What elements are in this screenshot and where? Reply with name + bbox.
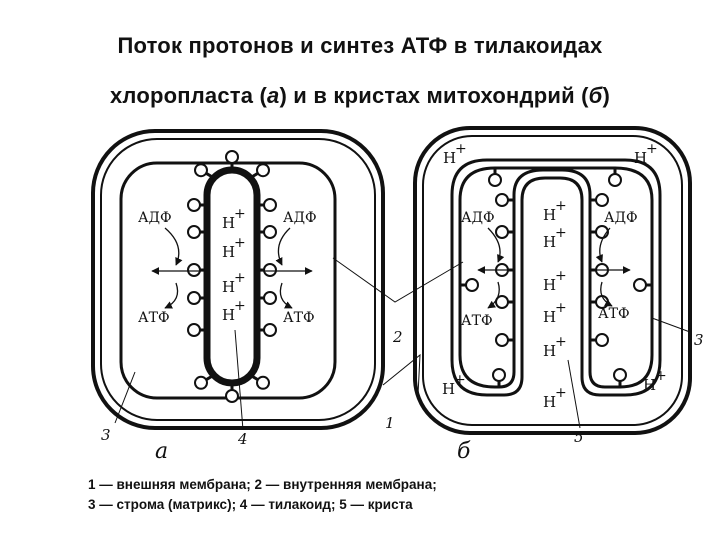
- mitochondrion-panel: [413, 126, 692, 435]
- label-4: 4: [237, 430, 248, 448]
- protons-b: H + H + H + H + H + H + H + H + H + H +: [442, 141, 667, 411]
- chloroplast-outer-membrane-inner: [100, 138, 376, 421]
- proton-plus: +: [234, 298, 246, 314]
- atp-synthase: [608, 168, 622, 187]
- thylakoid: [203, 166, 261, 387]
- proton-plus: +: [234, 206, 246, 222]
- thylakoid-atp-synthases: [187, 150, 277, 403]
- atp-synthase: [194, 373, 215, 390]
- panel-letter-a: а: [155, 439, 168, 464]
- proton-label: H: [222, 278, 235, 296]
- mito-inner-membrane-outer: [450, 158, 662, 397]
- atp-synthase: [225, 383, 239, 403]
- proton-label: H: [543, 206, 556, 224]
- proton-label: H: [543, 233, 556, 251]
- proton-plus: +: [455, 141, 467, 157]
- adp-label-a-left: АДФ: [138, 210, 172, 226]
- proton-label: H: [222, 243, 235, 261]
- proton-label: H: [643, 376, 656, 394]
- mito-outer-membrane-outer: [413, 126, 692, 435]
- proton-label: H: [543, 308, 556, 326]
- atp-label-a-left: АТФ: [138, 310, 170, 326]
- proton-label: H: [543, 342, 556, 360]
- proton-plus: +: [555, 225, 567, 241]
- label-1: 1: [385, 414, 395, 432]
- proton-label: H: [442, 380, 455, 398]
- atp-synthase: [633, 278, 652, 292]
- atp-synthase: [495, 295, 514, 309]
- proton-plus: +: [655, 368, 667, 384]
- atp-synthase: [187, 263, 207, 277]
- title-text-b: ) и в кристах митохондрий (: [279, 83, 589, 108]
- slide-title-line-2: хлоропласта (а) и в кристах митохондрий …: [0, 83, 720, 109]
- atp-synthase: [257, 198, 277, 212]
- atp-synthase: [257, 225, 277, 239]
- caption-line-1: 1 — внешняя мембрана; 2 — внутренняя мем…: [88, 477, 437, 492]
- proton-label: H: [543, 393, 556, 411]
- title-text-a: хлоропласта (: [110, 83, 268, 108]
- label-5: 5: [574, 428, 584, 446]
- atp-synthase: [187, 291, 207, 305]
- atp-synthase: [225, 150, 239, 170]
- atp-synthase: [249, 373, 270, 390]
- proton-label: H: [222, 306, 235, 324]
- atp-synthase: [613, 368, 627, 387]
- atp-synthase: [249, 163, 270, 180]
- atp-synthase: [187, 198, 207, 212]
- proton-plus: +: [234, 270, 246, 286]
- title-letter-b: б: [588, 83, 603, 108]
- proton-label: H: [634, 149, 647, 167]
- proton-label: H: [443, 149, 456, 167]
- atp-synthase: [495, 225, 514, 239]
- atp-synthase: [495, 333, 514, 347]
- crista-atp-synthases: [460, 168, 652, 387]
- mito-inner-membrane-inner: [458, 166, 654, 389]
- atp-synthase: [257, 291, 277, 305]
- proton-plus: +: [555, 385, 567, 401]
- adp-label-b-left: АДФ: [461, 210, 495, 226]
- atp-label-b-left: АТФ: [461, 313, 493, 329]
- atp-synthase: [590, 193, 609, 207]
- proton-plus: +: [555, 198, 567, 214]
- atp-synthase: [460, 278, 479, 292]
- atp-synthase: [187, 323, 207, 337]
- title-letter-a: а: [267, 83, 280, 108]
- atp-synthase: [488, 168, 502, 187]
- atp-synthase: [257, 323, 277, 337]
- label-3-a: 3: [101, 426, 111, 444]
- proton-plus: +: [234, 235, 246, 251]
- atp-synthase: [194, 163, 215, 180]
- leader-lines: [114, 257, 691, 431]
- atp-label-b-right: АТФ: [598, 306, 630, 322]
- atp-synthase: [590, 333, 609, 347]
- slide-title-line-1: Поток протонов и синтез АТФ в тилакоидах: [117, 33, 603, 58]
- atp-synthase: [590, 225, 609, 239]
- proton-plus: +: [555, 334, 567, 350]
- mito-outer-membrane-inner: [422, 135, 683, 426]
- panel-letter-b: б: [457, 439, 471, 464]
- atp-synthase: [495, 193, 514, 207]
- proton-plus: +: [454, 372, 466, 388]
- chloroplast-outer-membrane-outer: [91, 129, 385, 430]
- atp-label-a-right: АТФ: [283, 310, 315, 326]
- atp-synthase: [187, 225, 207, 239]
- title-text-c: ): [602, 83, 610, 108]
- atp-synthase: [257, 263, 277, 277]
- reaction-arrows-a: [151, 227, 313, 309]
- atp-synthase: [492, 368, 506, 387]
- proton-plus: +: [555, 268, 567, 284]
- protons-a: H + H + H + H +: [222, 206, 246, 324]
- proton-label: H: [222, 214, 235, 232]
- caption-line-2: 3 — строма (матрикс); 4 — тилакоид; 5 — …: [88, 497, 413, 512]
- label-2: 2: [392, 328, 403, 346]
- proton-plus: +: [555, 300, 567, 316]
- proton-plus: +: [646, 141, 658, 157]
- adp-label-b-right: АДФ: [604, 210, 638, 226]
- reaction-arrows-b: [477, 227, 631, 309]
- proton-label: H: [543, 276, 556, 294]
- label-3-b: 3: [694, 331, 704, 349]
- adp-label-a-right: АДФ: [283, 210, 317, 226]
